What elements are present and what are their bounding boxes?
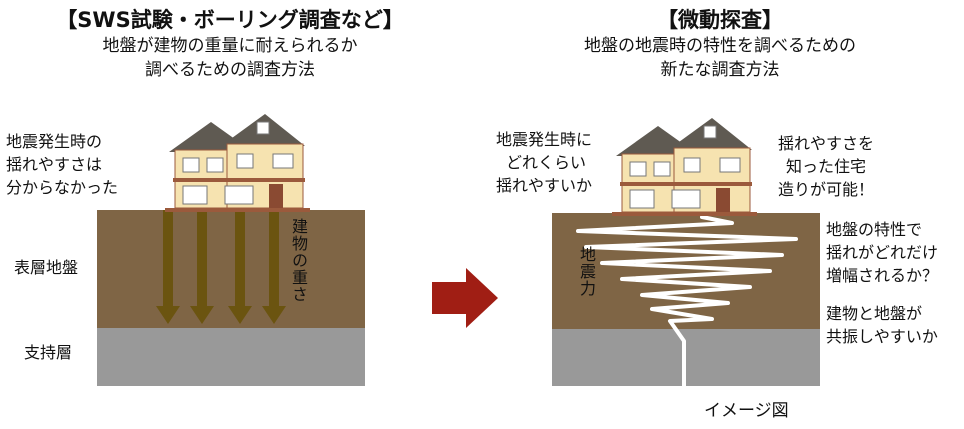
- weight-arrow: [228, 210, 252, 324]
- resonance-line-2: 共振しやすいか: [826, 327, 938, 346]
- right-subtitle-line-2: 新たな調査方法: [660, 60, 780, 80]
- left-subtitle-line-1: 地盤が建物の重量に耐えられるか: [102, 36, 358, 56]
- left-house-image: [165, 114, 310, 212]
- left-quake-line-2: 揺れやすさは: [6, 155, 103, 174]
- left-quake-line-1: 地震発生時の: [6, 132, 103, 151]
- knowing-label: 揺れやすさを 知った住宅 造りが可能！: [778, 132, 874, 201]
- left-support-layer: [97, 328, 365, 386]
- seismic-force-label: 地震力: [577, 246, 596, 297]
- right-quake-line-1: 地震発生時に: [496, 130, 593, 149]
- support-layer-label: 支持層: [24, 343, 73, 362]
- amplification-line-1: 地盤の特性で: [826, 220, 923, 239]
- building-weight-label: 建物の重さ: [289, 218, 308, 303]
- weight-arrow: [262, 210, 286, 324]
- resonance-label: 建物と地盤が 共振しやすいか: [826, 302, 938, 348]
- resonance-line-1: 建物と地盤が: [826, 304, 923, 323]
- house: [612, 118, 757, 216]
- transition-arrow: [432, 268, 498, 328]
- knowing-line-2: 知った住宅: [786, 157, 867, 176]
- weight-arrow: [190, 210, 214, 324]
- seismic-wave: [576, 215, 798, 388]
- left-quake-line-3: 分からなかった: [6, 178, 119, 197]
- surface-layer-label: 表層地盤: [14, 258, 79, 277]
- amplification-line-2: 揺れがどれだけ: [826, 243, 939, 262]
- house: [165, 114, 310, 212]
- weight-arrows: [156, 210, 286, 324]
- knowing-line-1: 揺れやすさを: [778, 134, 875, 153]
- weight-arrow: [156, 210, 180, 324]
- right-subtitle-line-1: 地盤の地震時の特性を調べるための: [584, 36, 856, 56]
- left-title: 【SWS試験・ボーリング調査など】: [56, 8, 404, 32]
- right-ground: [552, 213, 820, 388]
- knowing-line-3: 造りが可能！: [778, 180, 875, 199]
- left-quake-label: 地震発生時の 揺れやすさは 分からなかった: [6, 130, 118, 199]
- right-quake-label: 地震発生時に どれくらい 揺れやすいか: [496, 128, 592, 197]
- image-caption: イメージ図: [704, 401, 789, 421]
- left-ground: [97, 210, 365, 386]
- right-quake-line-2: どれくらい: [506, 153, 587, 172]
- amplification-label: 地盤の特性で 揺れがどれだけ 増幅されるか？: [826, 218, 938, 287]
- right-house-image: [612, 118, 757, 216]
- left-subtitle-line-2: 調べるための調査方法: [145, 60, 315, 80]
- right-title: 【微動探査】: [657, 8, 783, 32]
- right-quake-line-3: 揺れやすいか: [496, 176, 593, 195]
- amplification-line-3: 増幅されるか？: [826, 266, 939, 285]
